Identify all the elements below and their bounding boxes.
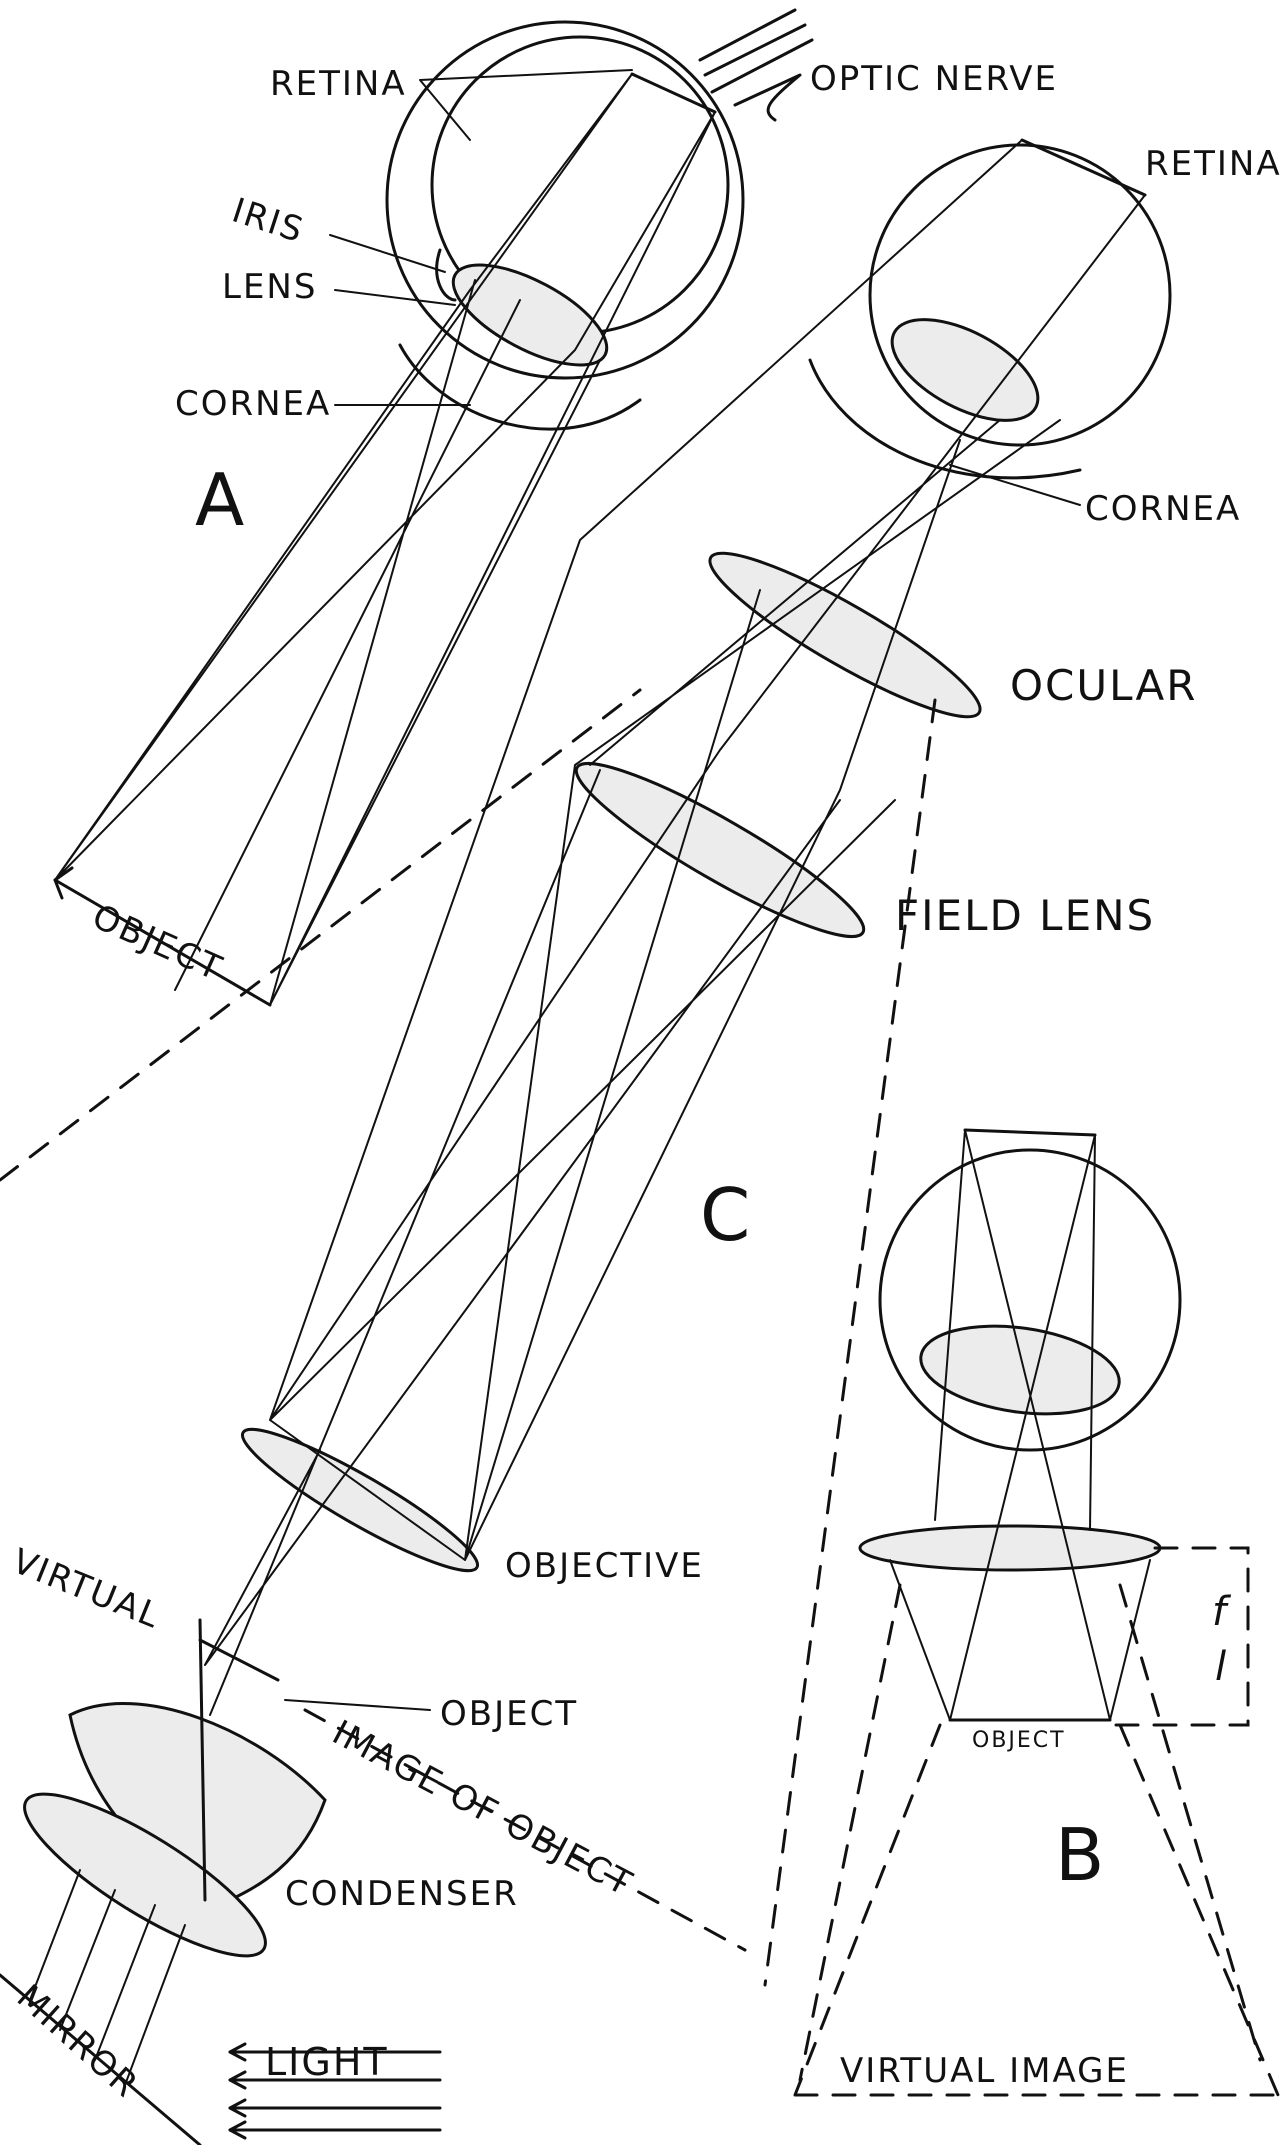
light-rays-from-mirror <box>29 1869 186 2086</box>
magnifier-lens-b <box>858 1524 1162 1572</box>
field-lens <box>574 762 866 938</box>
label-cornea-c: CORNEA <box>1085 489 1241 529</box>
label-object-b: OBJECT <box>972 1728 1066 1753</box>
panel-label-b: B <box>1055 1813 1104 1897</box>
panel-label-a: A <box>195 458 244 542</box>
dashed-line-a-to-c <box>0 688 642 1182</box>
label-object-a: OBJECT <box>86 897 228 990</box>
label-condenser: CONDENSER <box>285 1874 519 1914</box>
light-arrowheads <box>228 2042 247 2140</box>
panel-b-magnifier <box>793 1128 1280 2097</box>
label-mirror: MIRROR <box>9 1977 146 2106</box>
panel-a-eye <box>53 8 814 1007</box>
light-arrows <box>228 2050 442 2132</box>
object-a-arrowhead <box>53 866 74 900</box>
condenser-lower <box>23 1792 267 1958</box>
panel-c-microscope <box>0 138 1172 2145</box>
label-lens: LENS <box>222 267 317 307</box>
optic-nerve-a-sheath <box>733 73 802 122</box>
label-virtual-image: VIRTUAL IMAGE <box>840 2051 1129 2091</box>
object-a-arrow <box>53 878 272 1007</box>
rays-b <box>889 1129 1151 1721</box>
objective-lens <box>240 1427 480 1573</box>
iris-a <box>435 248 457 302</box>
optic-nerve-a-line1 <box>698 8 797 62</box>
label-objective: OBJECTIVE <box>505 1546 704 1586</box>
label-virtual: VIRTUAL <box>7 1541 167 1637</box>
rays-a <box>54 73 716 1006</box>
retina-image-b <box>963 1128 1097 1137</box>
label-ocular: OCULAR <box>1010 661 1197 710</box>
virtual-image-construction <box>793 1583 1280 2097</box>
optic-nerve-a-line3 <box>710 38 814 94</box>
cornea-c <box>808 358 1082 480</box>
virtual-image-c <box>198 1618 207 1902</box>
label-field-lens: FIELD LENS <box>895 891 1155 940</box>
retina-image-c <box>1020 138 1147 197</box>
leader-cornea-c <box>949 464 1081 506</box>
lens-a <box>451 263 609 367</box>
leader-retina-a <box>419 69 633 141</box>
dashed-line-image-of-object <box>303 1708 747 1952</box>
object-c <box>198 1638 280 1682</box>
label-l: l <box>1215 1644 1228 1690</box>
mirror-c <box>0 1973 202 2145</box>
focal-length-bracket <box>1113 1546 1250 1727</box>
label-light: LIGHT <box>265 2040 389 2084</box>
leader-lens <box>334 289 456 306</box>
label-retina-c: RETINA <box>1145 144 1282 184</box>
label-iris: IRIS <box>227 191 309 252</box>
eye-b-globe <box>878 1148 1182 1452</box>
lens-eye-c <box>890 318 1040 422</box>
eye-c-globe <box>868 143 1172 447</box>
label-cornea-a: CORNEA <box>175 384 331 424</box>
leader-object-c <box>284 1699 431 1711</box>
label-optic-nerve: OPTIC NERVE <box>810 59 1058 99</box>
leader-iris <box>329 234 446 273</box>
retina-image-a <box>630 72 717 114</box>
dashed-line-field-lens <box>763 698 937 1987</box>
rays-c <box>204 139 1146 1716</box>
optic-nerve-a-line2 <box>703 23 807 77</box>
panel-label-c: C <box>700 1173 750 1257</box>
ocular-lens <box>708 551 982 719</box>
label-retina-a: RETINA <box>270 64 407 104</box>
lens-eye-b <box>919 1324 1121 1416</box>
eye-a-sclera <box>385 20 745 380</box>
label-object-c: OBJECT <box>440 1694 578 1734</box>
label-f: f <box>1212 1589 1232 1635</box>
